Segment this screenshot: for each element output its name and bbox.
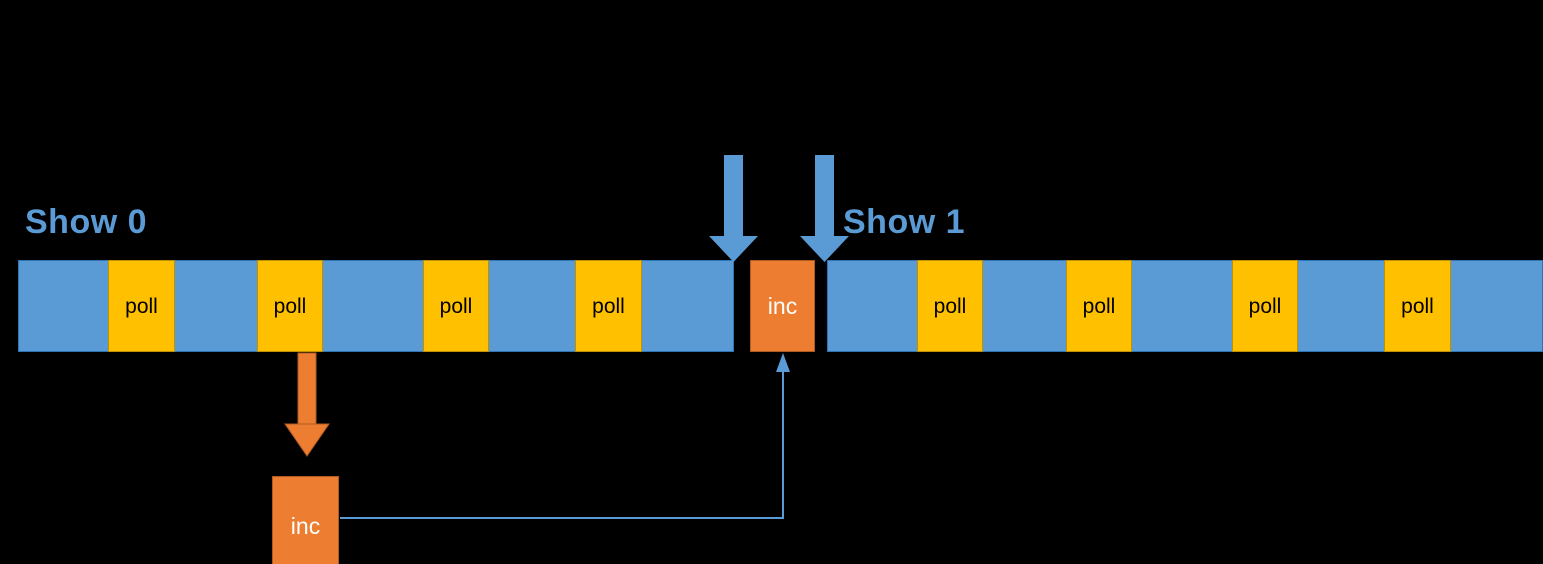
- poll-segment[interactable]: poll: [575, 260, 642, 352]
- poll-segment[interactable]: poll: [108, 260, 175, 352]
- poll-segment[interactable]: poll: [257, 260, 323, 352]
- poll-segment[interactable]: poll: [1232, 260, 1298, 352]
- label-show-0: Show 0: [25, 203, 148, 241]
- poll-segment[interactable]: poll: [917, 260, 983, 352]
- label-show-1: Show 1: [843, 203, 966, 241]
- poll-segment[interactable]: poll: [1384, 260, 1451, 352]
- blue-down-arrow-1-icon: [709, 155, 758, 262]
- poll-segment[interactable]: poll: [423, 260, 489, 352]
- poll-segment[interactable]: poll: [1066, 260, 1132, 352]
- inc-box-top[interactable]: inc: [750, 260, 815, 352]
- blue-down-arrow-2-icon: [800, 155, 849, 262]
- inc-box-bottom[interactable]: inc: [272, 476, 339, 564]
- connector-arrow-icon: [340, 353, 790, 519]
- orange-down-arrow-icon: [284, 352, 330, 457]
